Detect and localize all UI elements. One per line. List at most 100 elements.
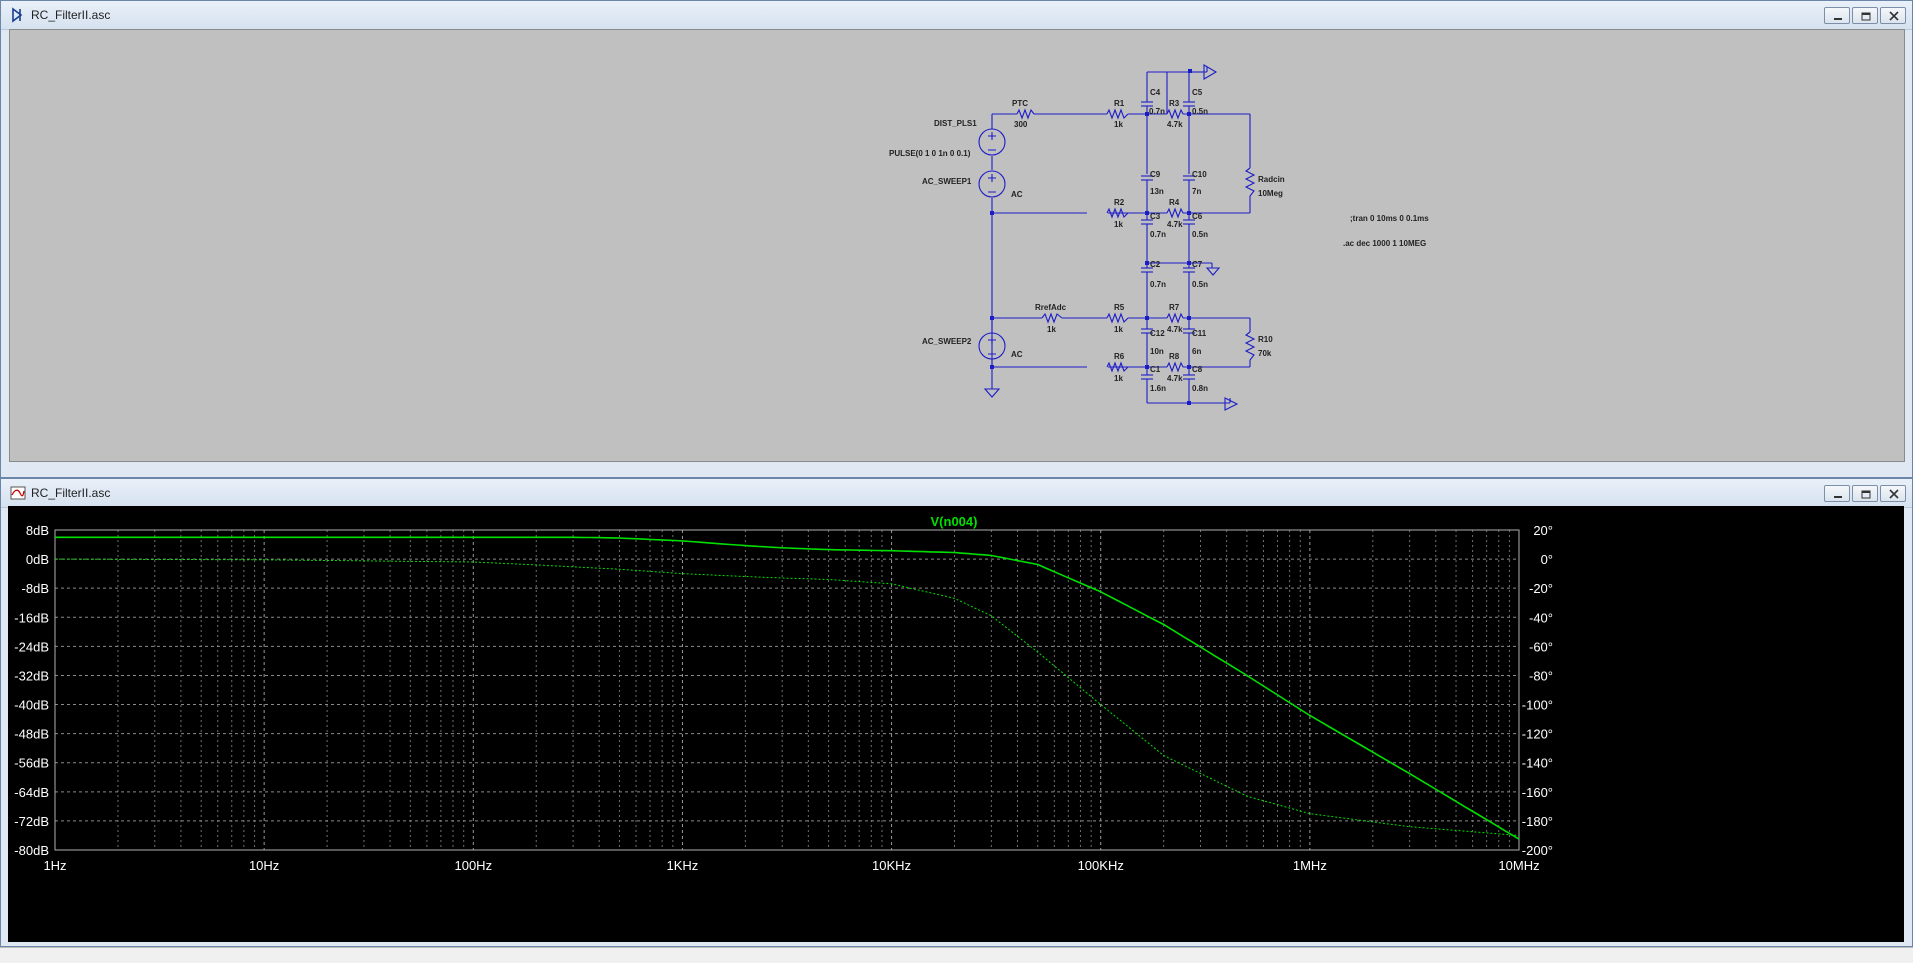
x-tick-label: 1Hz bbox=[43, 858, 66, 873]
label-r6: R6 bbox=[1114, 352, 1125, 361]
value-c12: 10n bbox=[1150, 347, 1164, 356]
schematic-titlebar[interactable]: RC_FilterII.asc bbox=[1, 1, 1912, 30]
value-r4: 4.7k bbox=[1167, 220, 1183, 229]
label-c10: C10 bbox=[1192, 170, 1207, 179]
label-r4: R4 bbox=[1169, 198, 1180, 207]
y-right-tick-label: -40° bbox=[1529, 610, 1553, 625]
y-left-tick-label: -64dB bbox=[14, 785, 49, 800]
plot-close-button[interactable] bbox=[1880, 485, 1906, 502]
value-r8: 4.7k bbox=[1167, 374, 1183, 383]
trace-label[interactable]: V(n004) bbox=[931, 514, 978, 529]
value-r10: 70k bbox=[1258, 349, 1272, 358]
close-button[interactable] bbox=[1880, 7, 1906, 24]
voltage-sources bbox=[978, 128, 1006, 367]
y-left-tick-label: -16dB bbox=[14, 610, 49, 625]
plot-window-title: RC_FilterII.asc bbox=[31, 486, 111, 500]
label-radcin: Radcin bbox=[1258, 175, 1285, 184]
phase-trace bbox=[54, 558, 1520, 836]
label-r10: R10 bbox=[1258, 335, 1273, 344]
label-ptc: PTC bbox=[1012, 99, 1028, 108]
label-c8: C8 bbox=[1192, 365, 1203, 374]
resistors bbox=[1016, 108, 1256, 373]
y-right-tick-label: -100° bbox=[1522, 698, 1553, 713]
y-right-tick-label: -120° bbox=[1522, 727, 1553, 742]
value-radcin: 10Meg bbox=[1258, 189, 1283, 198]
y-left-tick-label: 8dB bbox=[26, 523, 49, 538]
y-right-tick-label: -60° bbox=[1529, 639, 1553, 654]
label-c3: C3 bbox=[1150, 212, 1161, 221]
waveform-app-icon bbox=[10, 486, 26, 500]
label-c11: C11 bbox=[1192, 329, 1207, 338]
y-left-tick-label: 0dB bbox=[26, 552, 49, 567]
plot-titlebar[interactable]: RC_FilterII.asc bbox=[1, 479, 1912, 508]
value-ptc: 300 bbox=[1014, 120, 1028, 129]
value-r2: 1k bbox=[1114, 220, 1123, 229]
value-rrefadc: 1k bbox=[1047, 325, 1056, 334]
y-right-tick-label: -180° bbox=[1522, 814, 1553, 829]
value-r1: 1k bbox=[1114, 120, 1123, 129]
value-c4: 0.7n bbox=[1149, 107, 1165, 116]
x-tick-label: 10Hz bbox=[249, 858, 279, 873]
label-c2: C2 bbox=[1150, 260, 1161, 269]
x-tick-label: 100Hz bbox=[454, 858, 492, 873]
value-c9: 13n bbox=[1150, 187, 1164, 196]
schematic-wires bbox=[991, 67, 1251, 404]
value-c3: 0.7n bbox=[1150, 230, 1166, 239]
label-r8: R8 bbox=[1169, 352, 1180, 361]
y-right-tick-label: -80° bbox=[1529, 668, 1553, 683]
plot-frame bbox=[54, 529, 1520, 851]
restore-button[interactable] bbox=[1852, 7, 1878, 24]
y-right-tick-label: -200° bbox=[1522, 843, 1553, 858]
schematic-app-icon bbox=[12, 7, 23, 23]
label-rrefadc: RrefAdc bbox=[1035, 303, 1067, 312]
plot-restore-button[interactable] bbox=[1852, 485, 1878, 502]
label-c5: C5 bbox=[1192, 88, 1203, 97]
y-right-tick-label: -140° bbox=[1522, 756, 1553, 771]
label-c6: C6 bbox=[1192, 212, 1203, 221]
label-c1: C1 bbox=[1150, 365, 1161, 374]
label-c7: C7 bbox=[1192, 260, 1203, 269]
y-left-tick-label: -72dB bbox=[14, 814, 49, 829]
value-c1: 1.6n bbox=[1150, 384, 1166, 393]
y-right-tick-label: 20° bbox=[1533, 523, 1553, 538]
close-icon bbox=[1889, 11, 1899, 21]
plot-traces bbox=[54, 536, 1520, 840]
source-label-ac-sweep2: AC_SWEEP2 bbox=[922, 337, 972, 346]
y-right-tick-label: -160° bbox=[1522, 785, 1553, 800]
ground-symbols bbox=[983, 64, 1239, 411]
label-r5: R5 bbox=[1114, 303, 1125, 312]
plot-minimize-button[interactable] bbox=[1824, 485, 1850, 502]
y-left-tick-label: -56dB bbox=[14, 756, 49, 771]
value-r5: 1k bbox=[1114, 325, 1123, 334]
value-c6: 0.5n bbox=[1192, 230, 1208, 239]
value-c2: 0.7n bbox=[1150, 280, 1166, 289]
label-r3: R3 bbox=[1169, 99, 1180, 108]
y-left-tick-label: -8dB bbox=[22, 581, 49, 596]
y-left-tick-label: -40dB bbox=[14, 698, 49, 713]
label-r1: R1 bbox=[1114, 99, 1125, 108]
source-label-ac-sweep1: AC_SWEEP1 bbox=[922, 177, 972, 186]
y-right-tick-label: -20° bbox=[1529, 581, 1553, 596]
y-right-tick-label: 0° bbox=[1541, 552, 1553, 567]
minimize-button[interactable] bbox=[1824, 7, 1850, 24]
value-r3: 4.7k bbox=[1167, 120, 1183, 129]
value-r7: 4.7k bbox=[1167, 325, 1183, 334]
label-c12: C12 bbox=[1150, 329, 1165, 338]
minimize-icon bbox=[1834, 18, 1842, 20]
value-c8: 0.8n bbox=[1192, 384, 1208, 393]
plot-grid bbox=[54, 529, 1520, 851]
schematic-canvas[interactable]: DIST_PLS1 PULSE(0 1 0 1n 0 0.1) AC_SWEEP… bbox=[9, 29, 1905, 462]
source-label-dist-pls1: DIST_PLS1 bbox=[934, 119, 977, 128]
label-c4: C4 bbox=[1150, 88, 1161, 97]
value-c11: 6n bbox=[1192, 347, 1201, 356]
y-left-tick-label: -24dB bbox=[14, 639, 49, 654]
y-left-tick-label: -32dB bbox=[14, 668, 49, 683]
value-c10: 7n bbox=[1192, 187, 1201, 196]
x-tick-label: 1MHz bbox=[1293, 858, 1327, 873]
label-r2: R2 bbox=[1114, 198, 1125, 207]
value-c5: 0.5n bbox=[1192, 107, 1208, 116]
x-tick-label: 1KHz bbox=[667, 858, 699, 873]
source-value-ac-sweep2: AC bbox=[1011, 350, 1023, 359]
